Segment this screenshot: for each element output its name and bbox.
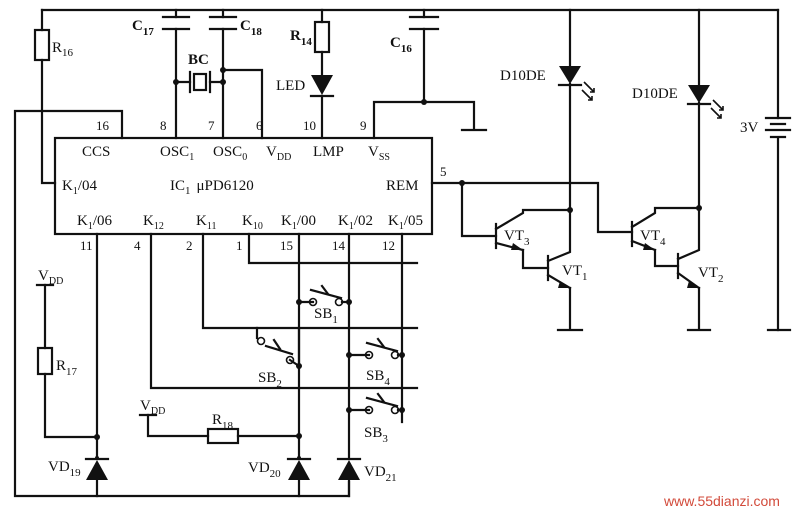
ir-led-1: D10DE	[500, 66, 595, 101]
r17-label: R17	[56, 358, 78, 378]
sb4-label: SB4	[366, 368, 390, 388]
capacitor-c17: C17	[132, 15, 191, 38]
pin-num-7: 7	[208, 118, 215, 133]
pin-name-k1-05: K1/05	[388, 213, 423, 232]
c18-label: C18	[240, 18, 262, 38]
diode-vd20: VD20	[248, 457, 312, 480]
pin-num-8: 8	[160, 118, 167, 133]
transistor-vt4: VT4	[630, 206, 701, 252]
switch-sb2: SB2	[256, 336, 301, 390]
vdd2-label: VDD	[140, 398, 165, 417]
r14-label: R14	[290, 28, 312, 48]
sb1-label: SB1	[314, 306, 338, 326]
pin-name-vdd: VDD	[266, 144, 291, 163]
pin-name-osc1: OSC1	[160, 144, 194, 163]
pin-num-4: 4	[134, 238, 141, 253]
pin-name-k1-04: K1/04	[62, 178, 98, 197]
pin-name-lmp: LMP	[313, 144, 344, 160]
vd20-label: VD20	[248, 460, 281, 480]
ir-led-2: D10DE	[632, 85, 724, 119]
r18-label: R18	[212, 412, 234, 432]
resistor-r17: R17	[36, 346, 78, 378]
c17-label: C17	[132, 18, 154, 38]
pin-num-6: 6	[256, 118, 263, 133]
battery-label: 3V	[740, 120, 759, 136]
led-label: LED	[276, 78, 305, 94]
transistor-vt2: VT2	[676, 206, 724, 290]
capacitor-c18: C18	[208, 15, 262, 38]
wires	[13, 8, 792, 498]
r16-label: R16	[52, 40, 74, 59]
transistor-vt3: VT3	[494, 208, 572, 252]
resistor-r16: R16	[33, 28, 74, 62]
pin-num-10: 10	[303, 118, 316, 133]
resistor-r14: R14	[290, 20, 331, 54]
pin-name-rem: REM	[386, 178, 419, 194]
diode-vd19: VD19	[48, 457, 110, 480]
pin-name-k1-06: K1/06	[77, 213, 113, 232]
pin-num-12: 12	[382, 238, 395, 253]
watermark-text: www.55dianzi.com	[663, 493, 780, 509]
diode-vd21: VD21	[336, 457, 397, 484]
pin-name-k11: K11	[196, 213, 216, 232]
vd19-label: VD19	[48, 459, 81, 479]
crystal-bc: BC	[188, 52, 212, 94]
pin-num-9: 9	[360, 118, 367, 133]
bc-label: BC	[188, 52, 209, 68]
pin-num-15: 15	[280, 238, 293, 253]
battery-3v: 3V	[740, 116, 792, 139]
transistor-vt1: VT1	[546, 208, 588, 290]
ir-led-1-label: D10DE	[500, 68, 546, 84]
pin-name-k1-00: K1/00	[281, 213, 316, 232]
sb3-label: SB3	[364, 425, 388, 445]
pin-name-k1-02: K1/02	[338, 213, 373, 232]
sb2-label: SB2	[258, 370, 282, 390]
vt1-label: VT1	[562, 263, 588, 283]
indicator-led: LED	[276, 75, 335, 98]
capacitor-c16: C16	[390, 15, 440, 55]
vt4-label: VT4	[640, 228, 666, 248]
vdd-supply-2: VDD	[140, 398, 165, 417]
ir-led-2-label: D10DE	[632, 86, 678, 102]
vdd1-label: VDD	[38, 268, 63, 287]
c16-label: C16	[390, 35, 412, 55]
pin-num-2: 2	[186, 238, 193, 253]
pin-name-osc0: OSC0	[213, 144, 247, 163]
pin-name-k12: K12	[143, 213, 164, 232]
vt3-label: VT3	[504, 228, 530, 248]
pin-num-16: 16	[96, 118, 110, 133]
vd21-label: VD21	[364, 464, 397, 484]
pin-name-k10: K10	[242, 213, 263, 232]
switch-sb3: SB3	[364, 392, 400, 445]
pin-name-ccs: CCS	[82, 144, 110, 160]
pin-num-5: 5	[440, 164, 447, 179]
resistor-r18: R18	[206, 412, 240, 445]
switch-sb4: SB4	[364, 337, 400, 388]
pin-name-vss: VSS	[368, 144, 390, 163]
vdd-supply-1: VDD	[38, 268, 63, 287]
pin-num-1: 1	[236, 238, 243, 253]
pin-num-11: 11	[80, 238, 93, 253]
switch-sb1: SB1	[308, 284, 344, 326]
pin-num-14: 14	[332, 238, 346, 253]
vt2-label: VT2	[698, 265, 724, 285]
